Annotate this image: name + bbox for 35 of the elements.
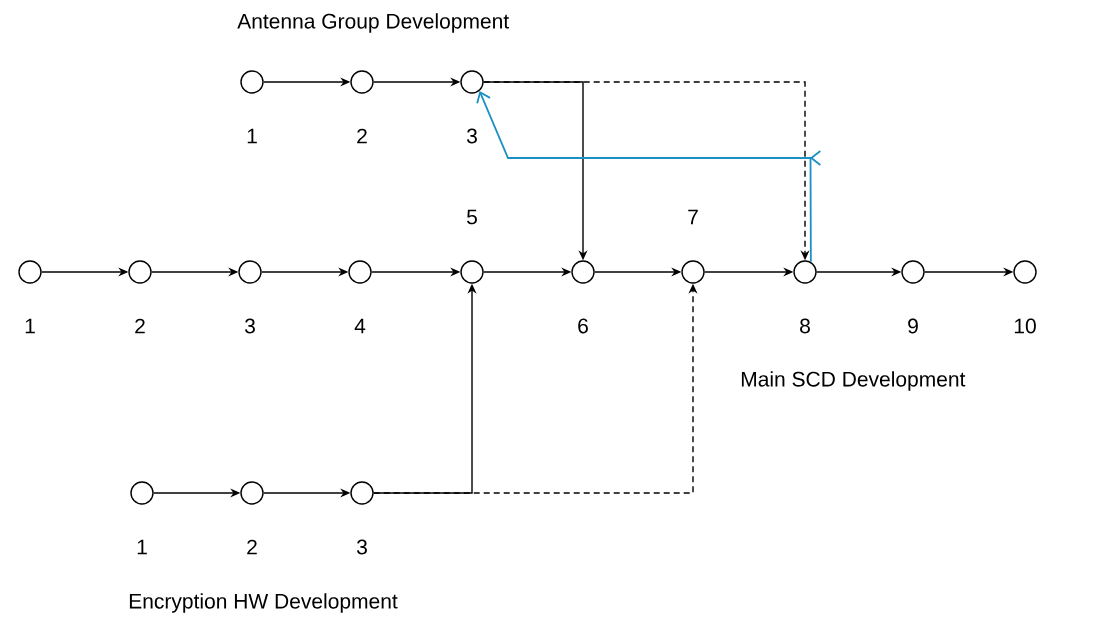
node-number: 3 <box>356 539 367 555</box>
circle-node <box>571 260 595 284</box>
node-number: 7 <box>688 209 698 225</box>
circle-node <box>128 260 152 284</box>
circle-node <box>240 70 264 94</box>
circle-node <box>793 260 817 284</box>
group-title: Encryption HW Development <box>129 593 398 613</box>
node-number: 9 <box>908 318 918 334</box>
node-number: 2 <box>357 128 367 144</box>
node-number: 8 <box>800 318 810 334</box>
node-number: 1 <box>25 318 35 334</box>
group-title: Main SCD Development <box>741 371 966 391</box>
node-number: 6 <box>578 318 588 334</box>
circle-node <box>350 70 374 94</box>
node-number: 1 <box>137 539 147 555</box>
circle-node <box>460 260 484 284</box>
circle-node <box>348 260 372 284</box>
circle-node <box>240 481 264 505</box>
circle-node <box>130 481 154 505</box>
circle-node <box>18 260 42 284</box>
node-number: 10 <box>1014 318 1036 334</box>
node-number: 2 <box>247 539 257 555</box>
circle-node <box>460 70 484 94</box>
node-number: 3 <box>244 318 255 334</box>
group-title: Antenna Group Development <box>237 13 509 33</box>
circle-node <box>350 481 374 505</box>
node-number: 1 <box>247 128 257 144</box>
circle-node <box>1013 260 1037 284</box>
circle-node <box>901 260 925 284</box>
node-number: 5 <box>467 209 477 225</box>
node-number: 3 <box>466 128 477 144</box>
node-number: 4 <box>354 318 366 334</box>
node-number: 2 <box>135 318 145 334</box>
circle-node <box>681 260 705 284</box>
circle-node <box>238 260 262 284</box>
